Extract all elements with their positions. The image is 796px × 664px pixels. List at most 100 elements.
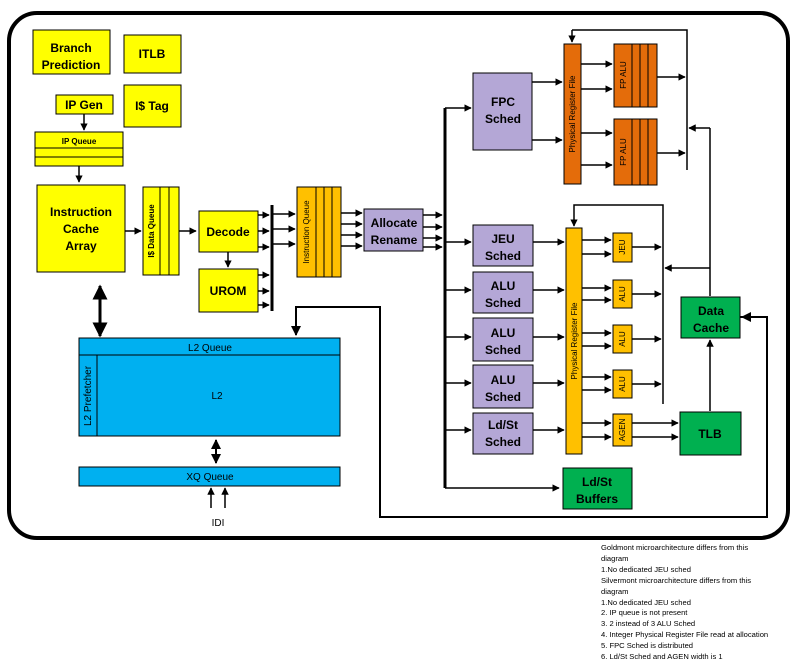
- l2-block: L2 Queue L2 Prefetcher L2: [78, 337, 341, 437]
- icache-array-label-1: Instruction: [50, 205, 112, 219]
- int-register-file-block: Physical Register File: [565, 227, 583, 455]
- note-line: 2. IP queue is not present: [601, 608, 688, 618]
- data-cache-block: Data Cache: [680, 296, 741, 339]
- alu-sched-3-label-2: Sched: [485, 390, 521, 404]
- ip-gen-label: IP Gen: [65, 98, 103, 112]
- instruction-queue-block: Instruction Queue: [296, 186, 342, 278]
- branch-prediction-block: Branch Prediction: [32, 29, 111, 75]
- jeu-sched-block: JEU Sched: [472, 224, 534, 267]
- ldst-sched-block: Ld/St Sched: [472, 412, 534, 455]
- note-line: diagram: [601, 586, 629, 596]
- jeu-unit-block: JEU: [612, 232, 633, 263]
- ldst-sched-label-1: Ld/St: [488, 418, 518, 432]
- ldst-sched-label-2: Sched: [485, 435, 521, 449]
- branch-prediction-label-2: Prediction: [42, 58, 101, 72]
- int-register-file-label: Physical Register File: [570, 302, 579, 379]
- jeu-sched-label-2: Sched: [485, 249, 521, 263]
- note-line: 6. Ld/St Sched and AGEN width is 1: [601, 652, 723, 662]
- alu-sched-2-label-2: Sched: [485, 343, 521, 357]
- instruction-queue-label: Instruction Queue: [302, 200, 311, 264]
- fp-alu-2-label: FP ALU: [619, 138, 628, 166]
- tlb-label: TLB: [698, 427, 722, 441]
- alu-unit-1-label: ALU: [618, 286, 627, 302]
- alu-sched-3-block: ALU Sched: [472, 364, 534, 409]
- alu-unit-1-block: ALU: [612, 279, 633, 309]
- idi-label: IDI: [212, 518, 225, 529]
- sched-to-intprf-arrows: [533, 238, 565, 434]
- alu-sched-1-block: ALU Sched: [472, 271, 534, 314]
- itlb-block: ITLB: [123, 34, 182, 74]
- itlb-label: ITLB: [139, 47, 166, 61]
- datacache-l2-path: [291, 306, 768, 518]
- l2-label: L2: [211, 391, 223, 402]
- iq-to-allocate-arrows: [341, 209, 363, 250]
- intprf-to-unit-arrows: [582, 236, 612, 441]
- ldst-buffers-label-1: Ld/St: [582, 475, 612, 489]
- int-writeback-path: [570, 204, 664, 256]
- icache-array-label-3: Array: [65, 239, 97, 253]
- note-line: 1.No dedicated JEU sched: [601, 597, 691, 607]
- decode-block: Decode: [198, 210, 259, 253]
- icache-array-block: Instruction Cache Array: [36, 184, 126, 273]
- fp-alu-1-label: FP ALU: [619, 61, 628, 89]
- data-cache-label-1: Data: [698, 304, 724, 318]
- icache-tag-block: I$ Tag: [123, 84, 182, 128]
- alu-sched-1-label-2: Sched: [485, 296, 521, 310]
- urom-block: UROM: [198, 268, 259, 313]
- alu-sched-2-block: ALU Sched: [472, 317, 534, 362]
- note-line: 5. FPC Sched is distributed: [601, 641, 694, 651]
- ip-queue-label: IP Queue: [62, 137, 97, 146]
- branch-prediction-label-1: Branch: [50, 41, 91, 55]
- unit-writeback-arrows: [632, 243, 710, 441]
- jeu-unit-label: JEU: [618, 239, 627, 254]
- data-cache-label-2: Cache: [693, 321, 729, 335]
- alu-sched-3-label-1: ALU: [491, 373, 516, 387]
- alu-unit-2-block: ALU: [612, 324, 633, 354]
- fp-register-file-label: Physical Register File: [568, 75, 577, 152]
- alu-unit-3-label: ALU: [618, 376, 627, 392]
- note-line: diagram: [601, 553, 629, 563]
- alu-unit-3-block: ALU: [612, 369, 633, 399]
- note-line: 3. 2 instead of 3 ALU Sched: [601, 619, 696, 629]
- xq-queue-block: XQ Queue: [78, 466, 341, 487]
- note-line: 4. Integer Physical Register File read a…: [601, 630, 769, 640]
- icache-array-label-2: Cache: [63, 222, 99, 236]
- ip-gen-block: IP Gen: [55, 94, 114, 115]
- decode-output-bus: [258, 205, 296, 311]
- fp-writeback-path: [572, 29, 688, 170]
- xq-queue-label: XQ Queue: [186, 472, 234, 483]
- fp-alu-2-block: FP ALU: [613, 118, 658, 186]
- note-line: Silvermont microarchitecture differs fro…: [601, 575, 752, 585]
- fpc-sched-label-2: Sched: [485, 112, 521, 126]
- fpc-sched-label-1: FPC: [491, 95, 515, 109]
- tlb-block: TLB: [679, 411, 742, 456]
- rename-label: Rename: [371, 233, 418, 247]
- agen-unit-block: AGEN: [612, 413, 633, 447]
- icache-tag-label: I$ Tag: [135, 99, 169, 113]
- note-line: 1.No dedicated JEU sched: [601, 564, 691, 574]
- decode-label: Decode: [206, 225, 250, 239]
- ldst-buffers-block: Ld/St Buffers: [562, 467, 633, 510]
- allocate-output-bus: [423, 104, 560, 492]
- fp-register-file-block: Physical Register File: [563, 43, 582, 185]
- core-boundary: [7, 11, 790, 540]
- alu-sched-2-label-1: ALU: [491, 326, 516, 340]
- icache-data-queue-block: I$ Data Queue: [142, 186, 180, 276]
- alu-unit-2-label: ALU: [618, 331, 627, 347]
- note-line: Goldmont microarchitecture differs from …: [601, 543, 749, 552]
- urom-label: UROM: [210, 284, 247, 298]
- jeu-sched-label-1: JEU: [491, 232, 514, 246]
- fpc-sched-block: FPC Sched: [472, 72, 533, 151]
- l2-queue-label: L2 Queue: [188, 343, 232, 354]
- allocate-label: Allocate: [371, 216, 418, 230]
- fp-alu-1-block: FP ALU: [613, 43, 658, 108]
- microarchitecture-notes: Goldmont microarchitecture differs from …: [601, 543, 793, 663]
- ip-queue-block: IP Queue: [34, 131, 124, 167]
- icache-data-queue-label: I$ Data Queue: [147, 204, 156, 258]
- allocate-rename-block: Allocate Rename: [363, 208, 424, 252]
- agen-unit-label: AGEN: [618, 418, 627, 441]
- l2-prefetcher-label: L2 Prefetcher: [83, 365, 94, 426]
- alu-sched-1-label-1: ALU: [491, 279, 516, 293]
- ldst-buffers-label-2: Buffers: [576, 492, 618, 506]
